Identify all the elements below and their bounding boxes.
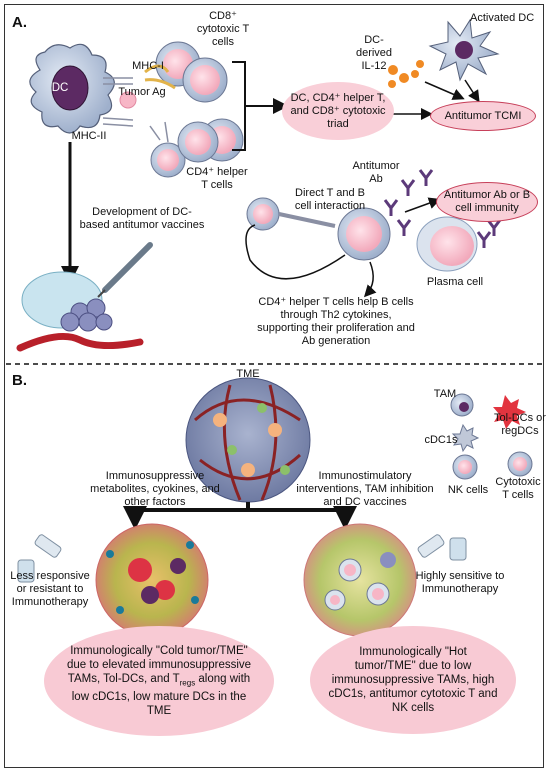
panel-a-label: A. <box>12 14 27 31</box>
cold-text-b: along with low cDC1s, low mature DCs in … <box>71 672 251 718</box>
cytotoxic-label: Cytotoxic T cells <box>495 476 541 501</box>
vaccine-illustration <box>16 242 153 352</box>
t-b-interaction <box>245 197 391 298</box>
panel-b-label: B. <box>12 372 27 389</box>
mhc2-label: MHC-II <box>71 130 107 142</box>
dendritic-cell <box>29 43 115 134</box>
dc-arrow <box>464 79 480 103</box>
antibodies <box>383 169 502 248</box>
activated-dc <box>428 18 500 82</box>
plasma-cell <box>416 216 478 272</box>
cold-text-a: Immunologically "Cold tumor/TME" due to … <box>66 644 252 685</box>
triad-oval: DC, CD4⁺ helper T, and CD8⁺ cytotoxic tr… <box>282 82 394 140</box>
syringe-left <box>17 534 62 583</box>
plasma-cell-label: Plasma cell <box>426 276 484 288</box>
mhc-receptors <box>102 77 134 127</box>
immunosuppressive-label: Immunosuppressive metabolites, cyokines,… <box>90 470 220 508</box>
cd8-label: CD8⁺ cytotoxic T cells <box>196 10 250 48</box>
mhc1-label: MHC-I <box>132 60 164 72</box>
less-responsive-label: Less responsive or resistant to Immunoth… <box>10 570 90 608</box>
cd4-label: CD4⁺ helper T cells <box>186 166 248 191</box>
syringe-right <box>417 534 467 561</box>
hot-tumor <box>303 523 417 637</box>
tumor-antigen <box>119 91 137 109</box>
antitumor-ab-label: Antitumor Ab <box>352 160 400 185</box>
ab-arrow <box>404 197 441 213</box>
cd4-t-cells <box>149 118 244 178</box>
tam-label: TAM <box>433 388 457 400</box>
cd4-help-label: CD4⁺ helper T cells help B cells through… <box>257 296 415 347</box>
split-arrows <box>123 502 357 530</box>
vaccines-label: Development of DC-based antitumor vaccin… <box>79 206 205 231</box>
highly-sensitive-label: Highly sensitive to Immunotherapy <box>415 570 505 595</box>
tcmi-oval: Antitumor TCMI <box>430 101 536 131</box>
cold-sub: regs <box>179 678 196 688</box>
cd8-t-cells <box>144 41 228 103</box>
il12-label: DC-derived IL-12 <box>355 34 393 72</box>
cold-tumor <box>95 523 209 637</box>
cdc1s-label: cDC1s <box>424 434 458 446</box>
tme-tumor <box>185 377 311 503</box>
dc-label: DC <box>51 82 69 94</box>
hot-tumor-oval: Immunologically "Hot tumor/TME" due to l… <box>310 626 516 734</box>
legend-icons <box>450 393 533 480</box>
ab-immunity-oval: Antitumor Ab or B cell immunity <box>436 182 538 222</box>
direct-tb-label: Direct T and B cell interaction <box>294 187 366 212</box>
figure-frame <box>4 4 544 768</box>
immunostimulatory-label: Immunostimulatory interventions, TAM inh… <box>296 470 434 508</box>
cold-tumor-oval: Immunologically "Cold tumor/TME" due to … <box>44 626 274 736</box>
tme-label: TME <box>236 368 260 380</box>
tol-dcs-label: Tol-DCs or regDCs <box>494 412 546 437</box>
tumor-ag-label: Tumor Ag <box>118 86 166 98</box>
nk-cells-label: NK cells <box>447 484 489 496</box>
il12-arrow <box>424 81 465 100</box>
il12-cytokines <box>388 60 424 88</box>
activated-dc-label: Activated DC <box>470 12 535 24</box>
